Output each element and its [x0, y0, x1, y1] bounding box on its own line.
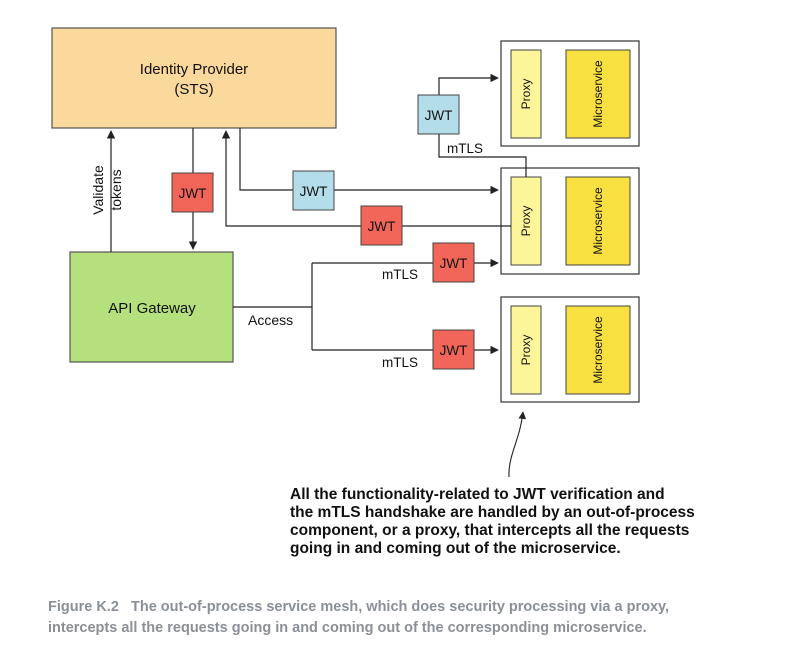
svg-text:JWT: JWT [300, 184, 328, 199]
proxy2-to-idp-arrow [221, 130, 511, 227]
svg-text:JWT: JWT [179, 186, 207, 201]
microservice-label-1: Microservice [591, 60, 605, 128]
jwt-token-red-lower-2: JWT [432, 329, 475, 370]
proxy-label-1: Proxy [519, 79, 533, 110]
microservice-box-2 [565, 176, 631, 266]
access-label: Access [248, 312, 293, 328]
svg-text:tokens: tokens [108, 169, 124, 210]
svg-text:JWT: JWT [440, 343, 468, 358]
annotation-line: going in and coming out of the microserv… [290, 540, 621, 557]
microservice-box-3 [565, 305, 631, 395]
proxy-box-3 [510, 305, 542, 395]
annotation-line: All the functionality-related to JWT ver… [290, 486, 665, 503]
microservice-group-2: Proxy Microservice [500, 167, 640, 275]
microservice-group-1: Proxy Microservice [500, 40, 640, 147]
annotation-line: the mTLS handshake are handled by an out… [290, 504, 695, 521]
mtls-label-lower-1: mTLS [382, 267, 418, 282]
jwt-token-red-middle: JWT [360, 205, 403, 246]
jwt-token-gateway: JWT [171, 172, 214, 213]
svg-text:JWT: JWT [440, 256, 468, 271]
identity-provider-box: Identity Provider (STS) [51, 27, 337, 129]
figure-number: Figure K.2 [48, 599, 119, 615]
mtls-label-top: mTLS [447, 141, 483, 156]
validate-tokens-label: Validate tokens [90, 165, 124, 215]
proxy2-to-proxy1-connector [438, 73, 527, 177]
api-gateway-box: API Gateway [69, 251, 234, 363]
jwt-token-blue-middle: JWT [292, 170, 335, 211]
mtls-label-lower-2: mTLS [382, 355, 418, 370]
svg-text:JWT: JWT [368, 219, 396, 234]
identity-provider-sts-label: (STS) [174, 81, 213, 98]
microservice-label-2: Microservice [591, 187, 605, 255]
proxy-box-2 [510, 176, 542, 266]
identity-provider-label: Identity Provider [140, 61, 248, 78]
microservice-label-3: Microservice [591, 316, 605, 384]
annotation-pointer-arrow [508, 411, 527, 478]
annotation-line: component, or a proxy, that intercepts a… [290, 522, 690, 539]
microservice-box-1 [565, 49, 631, 139]
proxy-box-1 [510, 49, 542, 139]
annotation-callout: All the functionality-related to JWT ver… [290, 486, 760, 558]
caption-line-1: The out-of-process service mesh, which d… [131, 599, 670, 615]
svg-text:Validate: Validate [90, 165, 106, 215]
idp-to-proxy2-arrow [239, 128, 499, 195]
figure-caption: Figure K.2 The out-of-process service me… [48, 597, 793, 639]
api-gateway-label: API Gateway [108, 300, 196, 317]
proxy-label-3: Proxy [519, 335, 533, 366]
jwt-token-red-lower-1: JWT [432, 242, 475, 283]
microservice-group-3: Proxy Microservice [500, 296, 640, 403]
svg-text:JWT: JWT [425, 108, 453, 123]
proxy-label-2: Proxy [519, 206, 533, 237]
jwt-token-blue-top: JWT [417, 94, 460, 135]
caption-line-2: intercepts all the requests going in and… [48, 620, 647, 636]
